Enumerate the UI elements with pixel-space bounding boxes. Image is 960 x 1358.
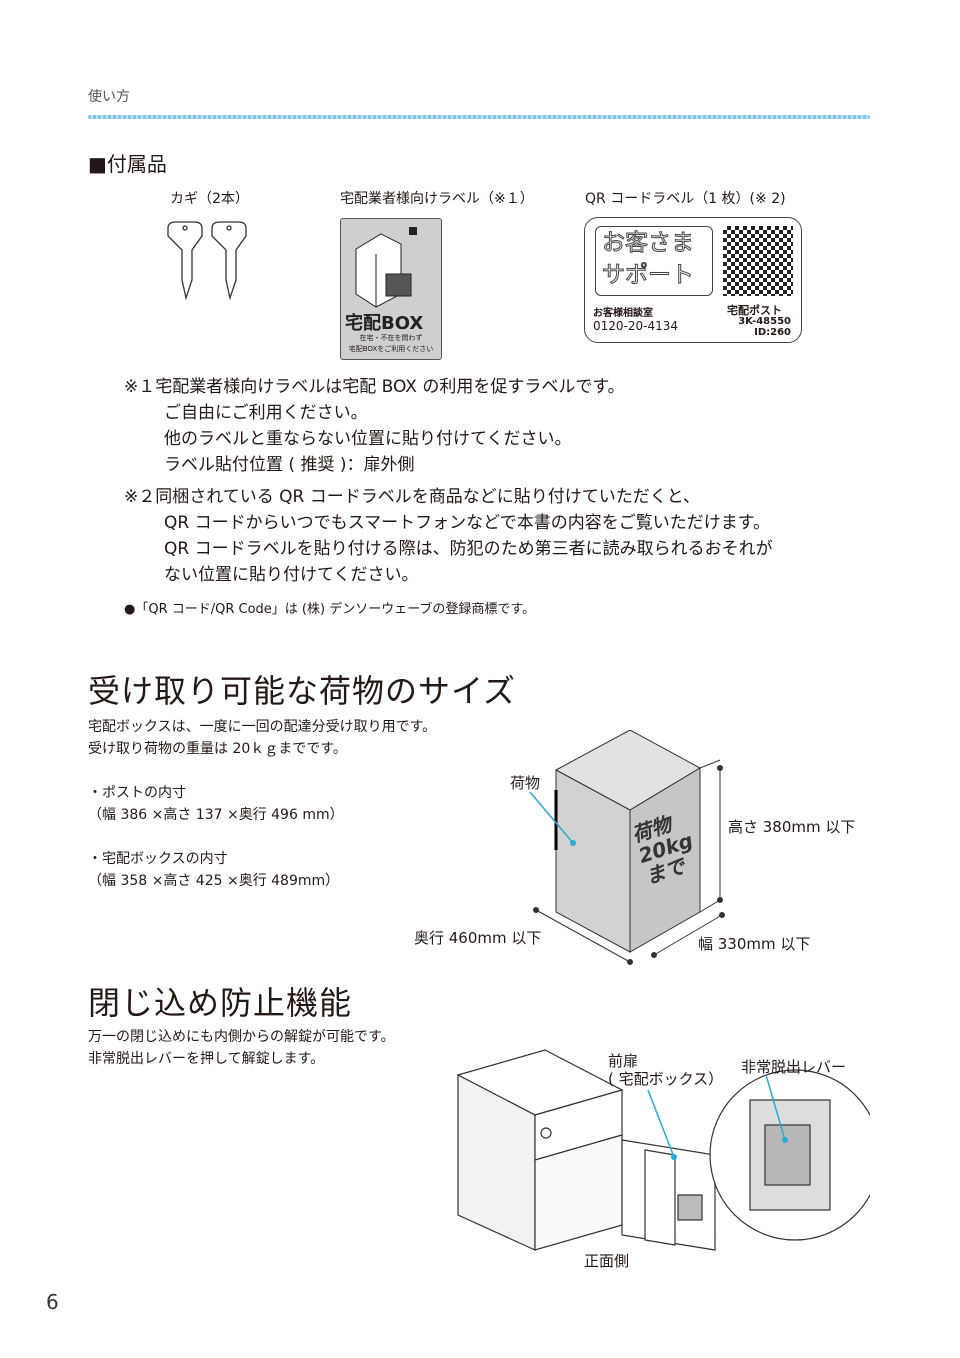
accessories-title: ■付属品	[88, 152, 167, 176]
section-header: 使い方	[88, 89, 130, 105]
delivery-label-image: 宅配BOX 在宅・不在を問わず 宅配BOXをご利用ください	[340, 218, 442, 360]
header-divider	[88, 115, 870, 119]
front-door-label: 前扉 ( 宅配ボックス）	[608, 1052, 724, 1088]
qr-label-caption: QR コードラベル（1 枚）(※ 2)	[585, 191, 786, 207]
parcel-diagram	[529, 730, 725, 965]
front-side-label: 正面側	[584, 1252, 630, 1270]
note-2: ※２同梱されている QR コードラベルを商品などに貼り付けていただくと、 QR …	[124, 487, 773, 585]
key-caption: カギ（2本）	[170, 191, 249, 207]
parcel-label: 荷物	[510, 774, 541, 792]
page-number: 6	[46, 1290, 59, 1314]
box-lock-diagram	[456, 1049, 870, 1251]
lock-section-title: 閉じ込め防止機能	[88, 984, 353, 1022]
size-intro: 宅配ボックスは、一度に一回の配達分受け取り用です。 受け取り荷物の重量は 20ｋ…	[88, 719, 437, 889]
height-label: 高さ 380mm 以下	[728, 818, 856, 836]
size-section-title: 受け取り可能な荷物のサイズ	[88, 672, 517, 710]
emergency-lever-label: 非常脱出レバー	[741, 1058, 847, 1076]
depth-label: 奥行 460mm 以下	[414, 929, 542, 947]
trademark-note: ●「QR コード/QR Code」は (株) デンソーウェーブの登録商標です。	[124, 602, 536, 617]
delivery-label-caption: 宅配業者様向けラベル（※１）	[340, 191, 534, 207]
lock-intro: 万一の閉じ込めにも内側からの解錠が可能です。 非常脱出レバーを押して解錠します。	[88, 1029, 395, 1067]
width-label: 幅 330mm 以下	[698, 935, 811, 953]
qr-label-image: お客さま サポート お客様相談室 0120-20-4134 宅配ポスト 3K-4…	[584, 217, 802, 343]
keys-icon	[167, 221, 247, 301]
note-1: ※１宅配業者様向けラベルは宅配 BOX の利用を促すラベルです。 ご自由にご利用…	[124, 377, 625, 475]
qr-code	[723, 226, 793, 296]
